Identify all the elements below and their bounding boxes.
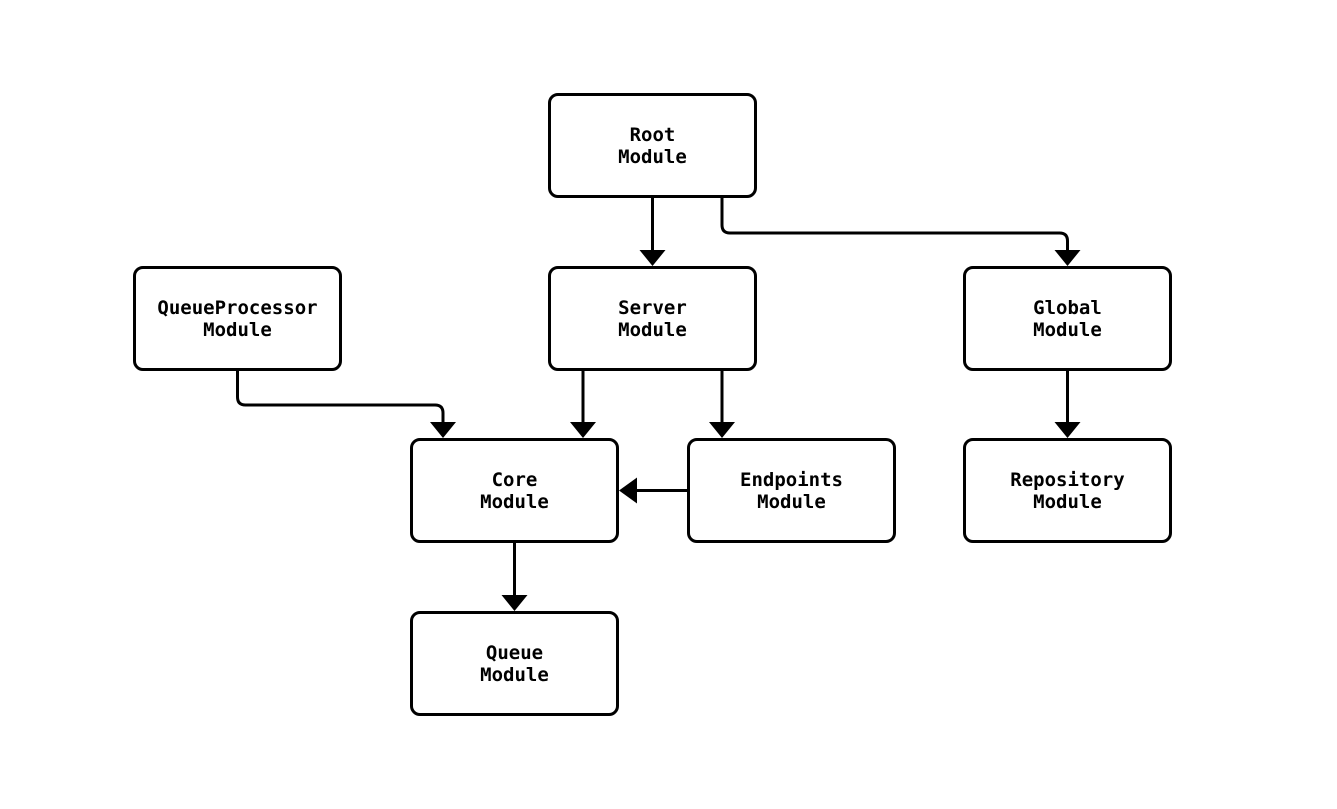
node-queueprocessor-module-label: QueueProcessor Module [157,296,318,341]
node-global-module-label: Global Module [1033,296,1102,341]
edge-root-to-global [720,198,1081,266]
node-repository-module: Repository Module [963,438,1172,543]
arrowhead-down [501,595,528,611]
edge-server-to-endpoints [709,371,735,438]
arrowhead-down [709,422,735,438]
node-core-module: Core Module [410,438,619,543]
node-repository-module-label: Repository Module [1010,468,1125,513]
edge-core-to-queue [501,543,528,611]
node-queue-module-label: Queue Module [480,641,549,686]
node-server-module-label: Server Module [618,296,687,341]
edge-global-to-repository [1054,371,1081,438]
node-queueprocessor-module: QueueProcessor Module [133,266,342,371]
edge-line [236,371,445,423]
edge-endpoints-to-core [619,477,687,504]
arrowhead-down [639,250,666,266]
edge-line [720,198,1069,251]
node-queue-module: Queue Module [410,611,619,716]
arrowhead-left [619,477,637,504]
edge-server-to-core [570,371,596,438]
arrowhead-down [1054,250,1081,266]
arrowhead-down [430,422,456,438]
edge-root-to-server [639,198,666,266]
node-endpoints-module: Endpoints Module [687,438,896,543]
node-root-module-label: Root Module [618,123,687,168]
edge-queueprocessor-to-core [236,371,456,438]
node-global-module: Global Module [963,266,1172,371]
node-core-module-label: Core Module [480,468,549,513]
node-root-module: Root Module [548,93,757,198]
node-endpoints-module-label: Endpoints Module [740,468,843,513]
arrowhead-down [570,422,596,438]
arrowhead-down [1054,422,1081,438]
node-server-module: Server Module [548,266,757,371]
